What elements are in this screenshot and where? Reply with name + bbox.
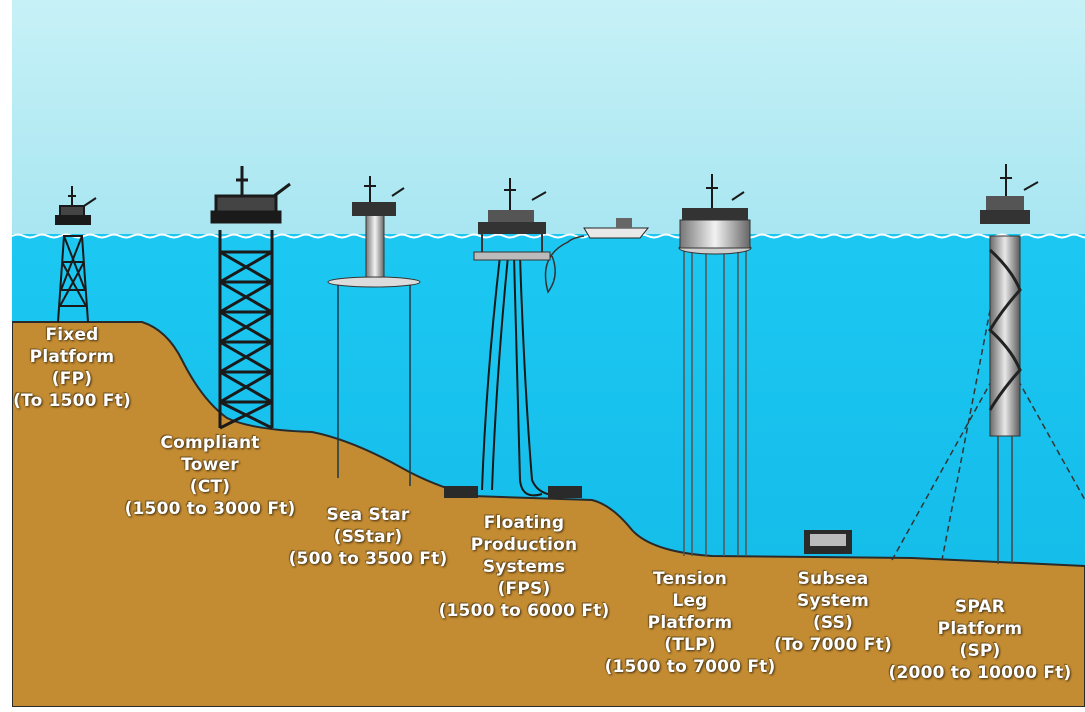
label-compliant-tower-depth: (1500 to 3000 Ft) — [124, 499, 296, 519]
label-ss-line2: System — [796, 591, 869, 611]
label-compliant-tower-line2: Tower — [181, 455, 239, 475]
label-fixed-platform-abbr: (FP) — [51, 369, 93, 389]
sky — [12, 0, 1085, 236]
label-sea-star-abbr: (SStar) — [333, 527, 403, 547]
compliant-tower-illustration — [210, 166, 291, 430]
label-compliant-tower-abbr: (CT) — [189, 477, 231, 497]
label-sp-line1: SPAR — [954, 597, 1006, 617]
seabed — [11, 321, 1085, 708]
diagram-illustration — [11, 0, 1085, 708]
label-fixed-platform: Fixed Platform (FP) (To 1500 Ft) — [12, 324, 132, 412]
label-ss-depth: (To 7000 Ft) — [774, 635, 892, 655]
label-floating-production-systems: Floating Production Systems (FPS) (1500 … — [434, 512, 614, 622]
label-tlp-abbr: (TLP) — [664, 635, 716, 655]
label-fps-line2: Production — [470, 535, 578, 555]
sea-star-illustration — [327, 176, 421, 486]
label-sp-line2: Platform — [937, 619, 1023, 639]
label-fps-depth: (1500 to 6000 Ft) — [438, 601, 610, 621]
label-sea-star-depth: (500 to 3500 Ft) — [288, 549, 448, 569]
fixed-platform-illustration — [55, 186, 97, 323]
label-tlp-line1: Tension — [652, 569, 728, 589]
spar-platform-illustration — [891, 164, 1085, 564]
label-fps-line1: Floating — [483, 513, 565, 533]
label-spar-platform: SPAR Platform (SP) (2000 to 10000 Ft) — [880, 596, 1080, 684]
label-compliant-tower-line1: Compliant — [160, 433, 260, 453]
label-compliant-tower: Compliant Tower (CT) (1500 to 3000 Ft) — [120, 432, 300, 520]
tension-leg-platform-illustration — [678, 174, 852, 556]
label-subsea-system: Subsea System (SS) (To 7000 Ft) — [758, 568, 908, 656]
label-sp-depth: (2000 to 10000 Ft) — [888, 663, 1072, 683]
label-tlp-depth: (1500 to 7000 Ft) — [604, 657, 776, 677]
label-tlp-line2: Leg — [672, 591, 708, 611]
label-ss-abbr: (SS) — [812, 613, 854, 633]
label-fixed-platform-depth: (To 1500 Ft) — [13, 391, 131, 411]
label-sea-star-line1: Sea Star — [326, 505, 410, 525]
label-fps-line3: Systems — [482, 557, 566, 577]
label-sp-abbr: (SP) — [959, 641, 1001, 661]
label-fixed-platform-line1: Fixed — [45, 325, 99, 345]
water-surface — [11, 233, 1085, 239]
label-ss-line1: Subsea — [797, 569, 869, 589]
label-sea-star: Sea Star (SStar) (500 to 3500 Ft) — [278, 504, 458, 570]
offshore-platforms-diagram: Fixed Platform (FP) (To 1500 Ft) Complia… — [11, 0, 1085, 708]
label-fixed-platform-line2: Platform — [29, 347, 115, 367]
label-tlp-line3: Platform — [647, 613, 733, 633]
floating-production-system-illustration — [444, 178, 650, 498]
label-fps-abbr: (FPS) — [497, 579, 551, 599]
label-tension-leg-platform: Tension Leg Platform (TLP) (1500 to 7000… — [600, 568, 780, 678]
